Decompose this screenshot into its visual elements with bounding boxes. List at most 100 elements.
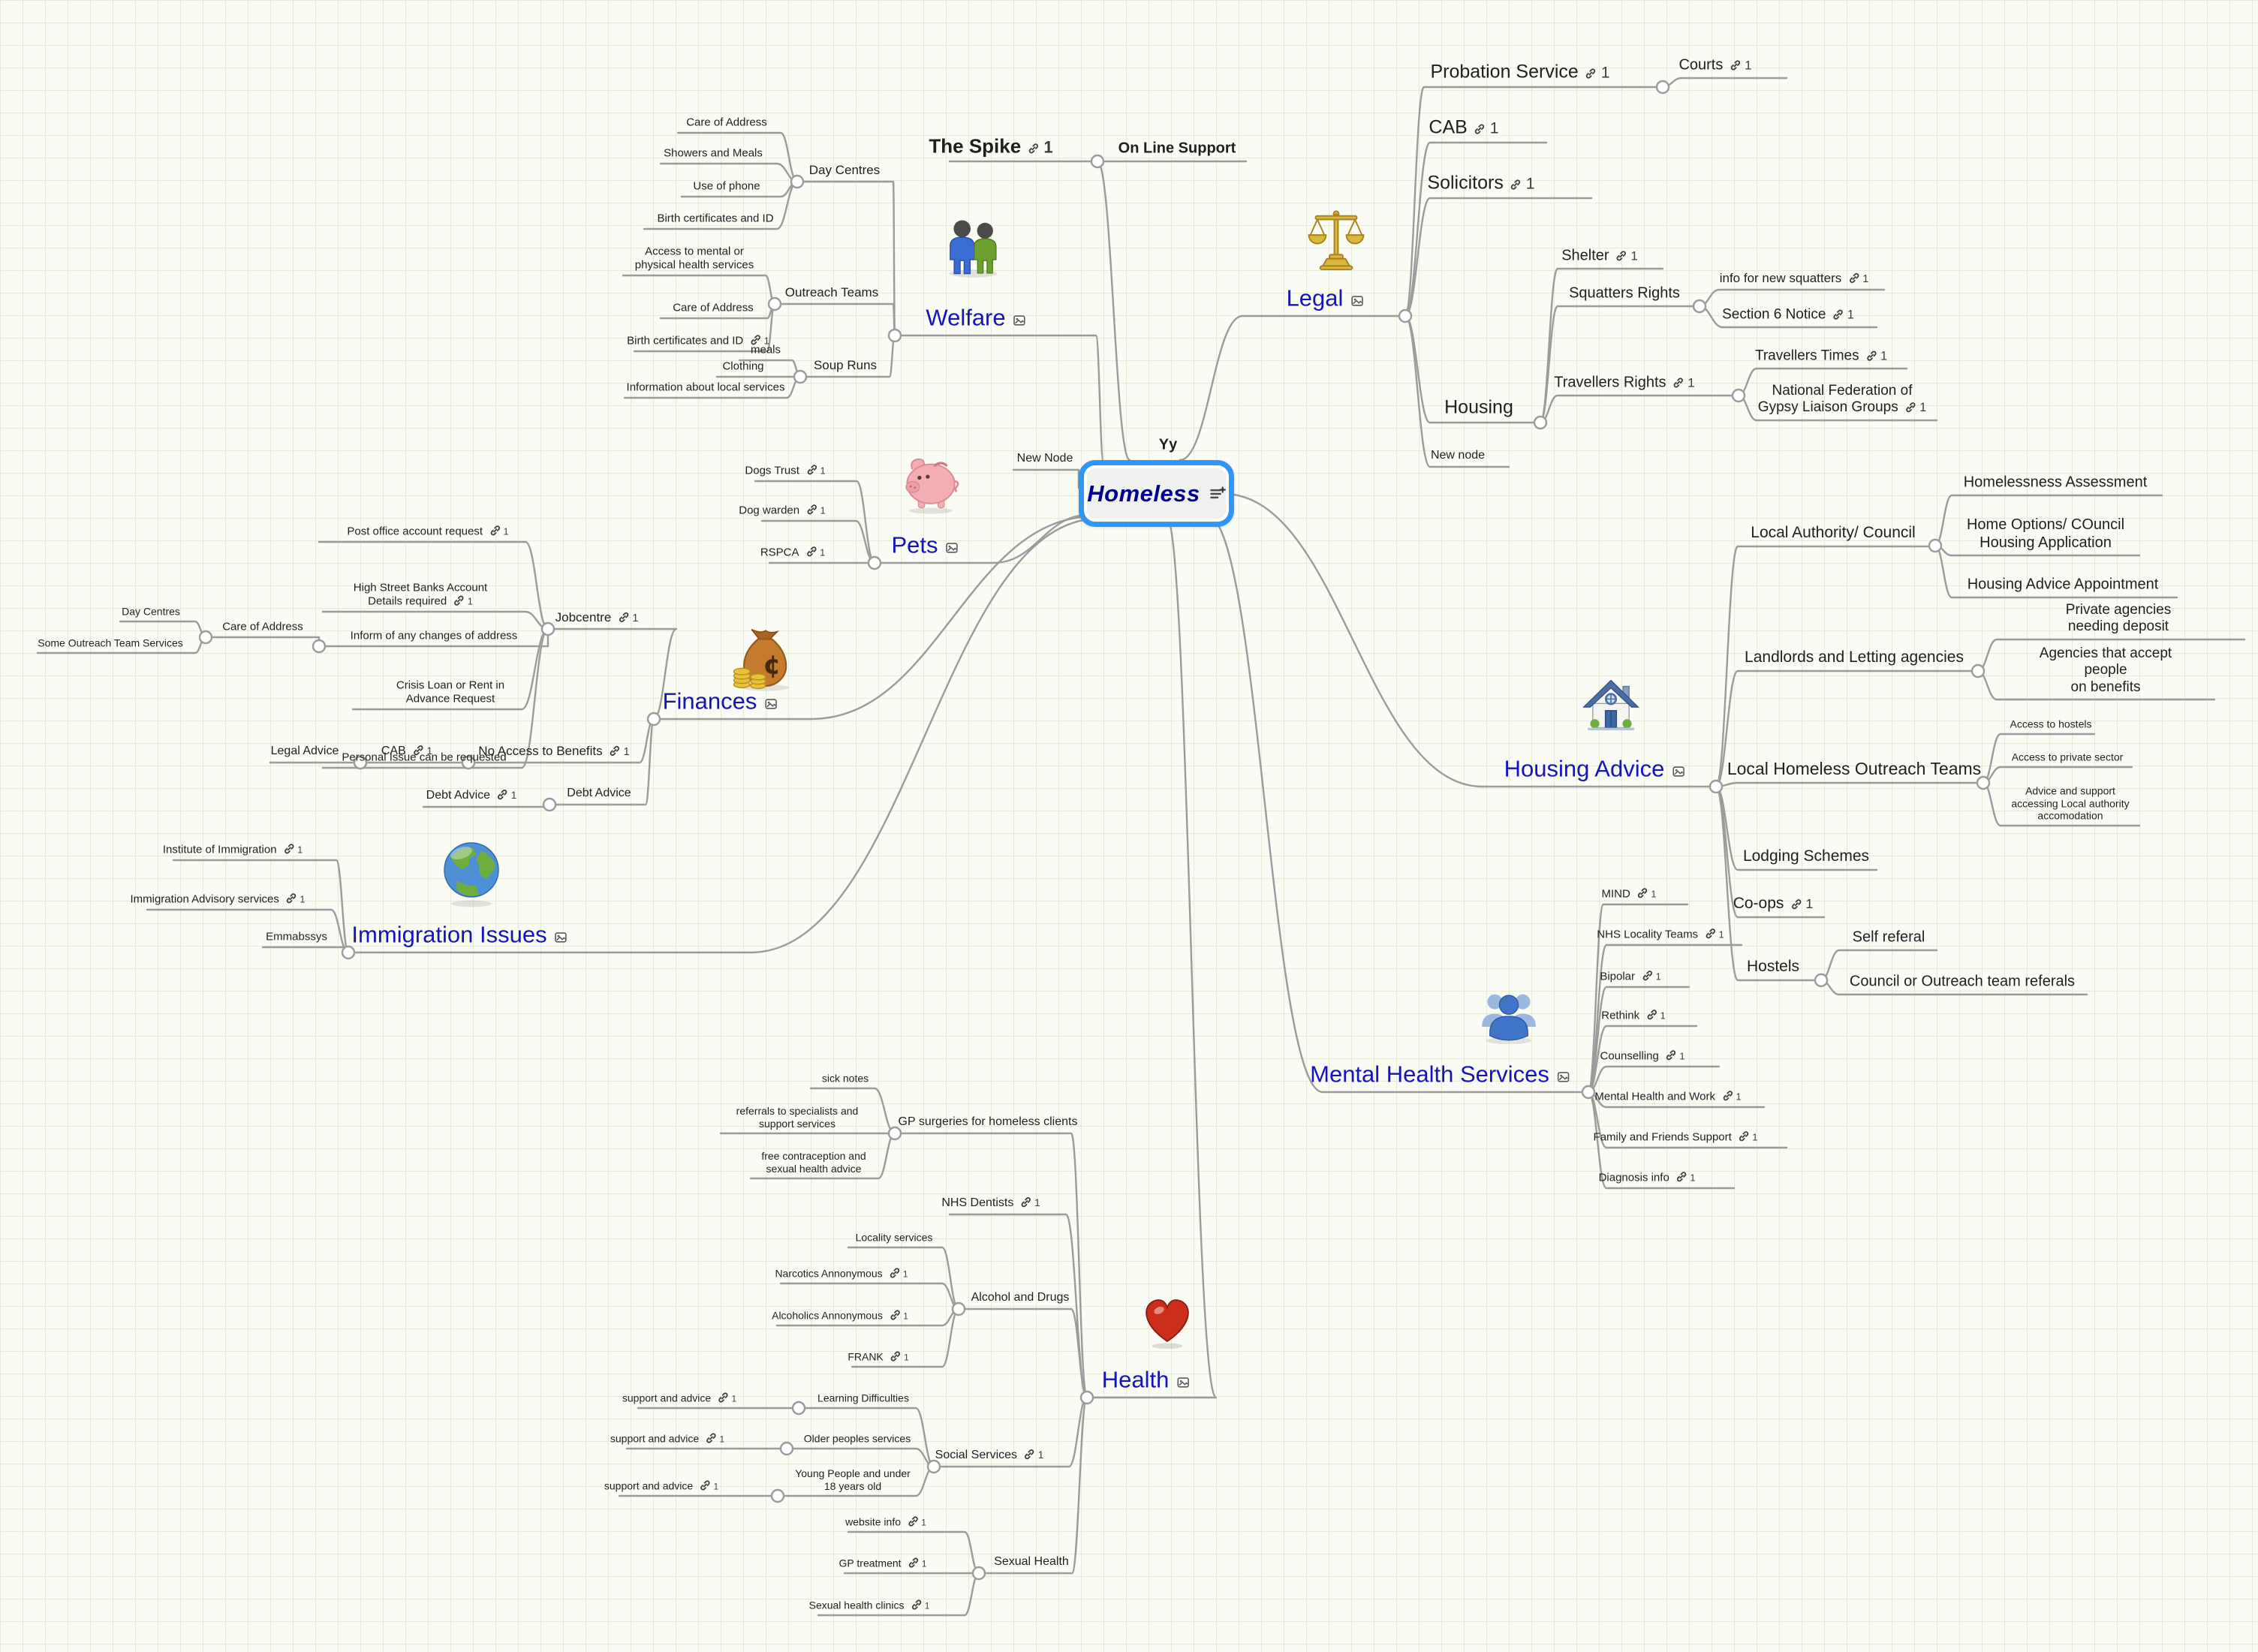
node-gp-surgeries-homeless[interactable]: GP surgeries for homeless clients	[899, 1115, 1078, 1130]
link-icon[interactable]: 1	[1905, 402, 1926, 416]
link-icon[interactable]: 1	[1676, 1171, 1695, 1183]
node-hostels[interactable]: Hostels	[1747, 958, 1799, 976]
node-shelter[interactable]: Shelter 1	[1561, 247, 1638, 265]
link-icon[interactable]: 1	[1866, 350, 1887, 364]
node-rethink[interactable]: Rethink 1	[1601, 1009, 1666, 1022]
node-alcoholics-annonymous[interactable]: Alcoholics Annonymous 1	[772, 1309, 908, 1322]
node-sexual-health[interactable]: Sexual Health	[994, 1555, 1069, 1569]
branch-toggle[interactable]	[791, 1401, 806, 1416]
node-advice-support-accommodation[interactable]: Advice and support accessing Local autho…	[2011, 784, 2129, 822]
branch-toggle[interactable]	[1581, 1085, 1596, 1100]
link-icon[interactable]: 1	[890, 1267, 908, 1279]
link-icon[interactable]: 1	[700, 1479, 718, 1491]
link-icon[interactable]: 1	[1642, 970, 1661, 982]
node-local-authority-council[interactable]: Local Authority/ Council	[1751, 524, 1915, 543]
node-access-mental-physical[interactable]: Access to mental or physical health serv…	[635, 245, 754, 272]
branch-toggle[interactable]	[951, 1301, 966, 1316]
link-icon[interactable]: 1	[1790, 896, 1813, 912]
image-attachment-icon[interactable]	[1672, 755, 1684, 783]
link-icon[interactable]: 1	[908, 1515, 926, 1527]
node-nhs-locality-teams[interactable]: NHS Locality Teams 1	[1597, 928, 1724, 941]
node-no-access-benefits[interactable]: No Access to Benefits 1	[478, 744, 629, 759]
branch-toggle[interactable]	[887, 1126, 902, 1141]
node-jobcentre[interactable]: Jobcentre 1	[555, 610, 639, 625]
node-welfare[interactable]: Welfare	[926, 304, 1025, 332]
link-icon[interactable]: 1	[1646, 1009, 1666, 1021]
link-icon[interactable]: 1	[497, 789, 516, 802]
link-icon[interactable]: 1	[806, 464, 826, 476]
node-dogs-trust[interactable]: Dogs Trust 1	[745, 464, 825, 477]
branch-toggle[interactable]	[341, 945, 356, 960]
branch-toggle[interactable]	[1655, 80, 1670, 95]
root-node-homeless[interactable]: Homeless	[1079, 460, 1234, 527]
node-older-peoples-services[interactable]: Older peoples services	[804, 1432, 911, 1445]
image-attachment-icon[interactable]	[1176, 1366, 1189, 1394]
node-pets[interactable]: Pets	[891, 531, 958, 559]
node-gp-treatment[interactable]: GP treatment 1	[839, 1557, 927, 1569]
node-social-services[interactable]: Social Services 1	[935, 1449, 1044, 1463]
image-attachment-icon[interactable]	[764, 688, 777, 715]
node-inform-changes-address[interactable]: Inform of any changes of address	[351, 629, 518, 642]
link-icon[interactable]: 1	[890, 1350, 909, 1362]
branch-toggle[interactable]	[540, 621, 555, 636]
image-attachment-icon[interactable]	[1557, 1061, 1570, 1088]
node-institute-of-immigration[interactable]: Institute of Immigration 1	[163, 843, 303, 856]
image-attachment-icon[interactable]	[555, 921, 568, 949]
node-section-6-notice[interactable]: Section 6 Notice 1	[1722, 307, 1854, 323]
branch-toggle[interactable]	[926, 1459, 941, 1474]
node-day-centres-finances[interactable]: Day Centres	[122, 605, 180, 618]
node-debt-advice-link[interactable]: Debt Advice 1	[426, 789, 517, 803]
node-national-federation-gypsy[interactable]: National Federation of Gypsy Liaison Gro…	[1758, 383, 1926, 417]
link-icon[interactable]: 1	[1730, 58, 1752, 73]
branch-toggle[interactable]	[1079, 1390, 1094, 1405]
node-access-private-sector[interactable]: Access to private sector	[2012, 751, 2124, 763]
branch-toggle[interactable]	[1731, 388, 1746, 403]
node-locality-services[interactable]: Locality services	[856, 1231, 933, 1244]
link-icon[interactable]: 1	[1722, 1090, 1742, 1102]
branch-toggle[interactable]	[1709, 779, 1724, 794]
link-icon[interactable]: 1	[750, 334, 769, 346]
node-immigration-issues[interactable]: Immigration Issues	[351, 921, 567, 949]
branch-toggle[interactable]	[793, 369, 808, 384]
node-meals[interactable]: meals	[751, 343, 781, 357]
branch-toggle[interactable]	[887, 328, 902, 343]
node-housing[interactable]: Housing	[1444, 397, 1513, 420]
node-health[interactable]: Health	[1102, 1366, 1190, 1394]
link-icon[interactable]: 1	[413, 745, 432, 757]
node-free-contraception[interactable]: free contraception and sexual health adv…	[761, 1150, 866, 1175]
node-mental-health-services[interactable]: Mental Health Services	[1310, 1061, 1570, 1088]
node-outreach-teams[interactable]: Outreach Teams	[785, 285, 878, 300]
node-squatters-rights[interactable]: Squatters Rights	[1569, 284, 1680, 302]
node-showers-and-meals[interactable]: Showers and Meals	[664, 146, 763, 160]
link-icon[interactable]: 1	[286, 892, 306, 904]
node-alcohol-and-drugs[interactable]: Alcohol and Drugs	[971, 1291, 1070, 1305]
node-frank[interactable]: FRANK 1	[848, 1350, 908, 1363]
branch-toggle[interactable]	[542, 797, 557, 812]
link-icon[interactable]: 1	[706, 1432, 724, 1444]
branch-toggle[interactable]	[461, 755, 476, 770]
branch-toggle[interactable]	[770, 1488, 785, 1503]
node-sick-notes[interactable]: sick notes	[822, 1072, 869, 1085]
node-crisis-loan[interactable]: Crisis Loan or Rent in Advance Request	[396, 679, 504, 706]
node-landlords-letting[interactable]: Landlords and Letting agencies	[1745, 648, 1964, 667]
link-icon[interactable]: 1	[453, 594, 473, 606]
node-birth-certificates-daycentres[interactable]: Birth certificates and ID	[657, 212, 773, 225]
node-self-referal[interactable]: Self referal	[1853, 928, 1925, 946]
link-icon[interactable]: 1	[1705, 928, 1724, 940]
node-diagnosis-info[interactable]: Diagnosis info 1	[1599, 1171, 1696, 1184]
image-attachment-icon[interactable]	[946, 531, 959, 559]
node-info-new-squatters[interactable]: info for new squatters 1	[1720, 271, 1869, 286]
node-personal-issue[interactable]: Personal Issue can be requested	[342, 751, 506, 764]
node-post-office-account[interactable]: Post office account request 1	[347, 525, 508, 538]
node-cab-finances[interactable]: CAB 1	[381, 745, 432, 759]
branch-toggle[interactable]	[1533, 415, 1548, 430]
link-icon[interactable]: 1	[284, 843, 303, 855]
branch-toggle[interactable]	[1976, 775, 1991, 790]
link-icon[interactable]: 1	[610, 745, 630, 759]
link-icon[interactable]: 1	[1028, 137, 1053, 157]
link-icon[interactable]: 1	[1637, 887, 1656, 899]
branch-toggle[interactable]	[767, 296, 782, 311]
link-icon[interactable]: 1	[1024, 1449, 1043, 1461]
node-council-outreach-referals[interactable]: Council or Outreach team referals	[1850, 973, 2075, 991]
node-mental-health-and-work[interactable]: Mental Health and Work 1	[1594, 1090, 1741, 1103]
